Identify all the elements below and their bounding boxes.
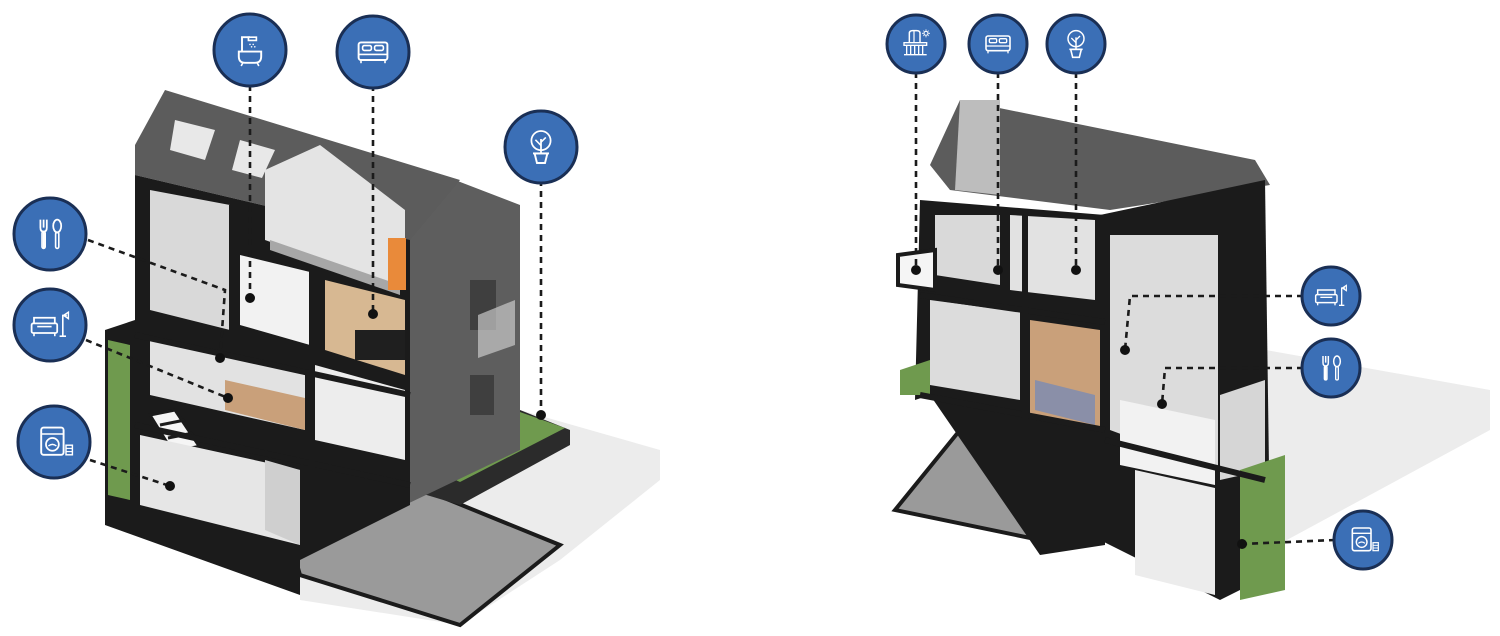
right-living-badge[interactable] [1300, 265, 1362, 327]
left-garden-badge[interactable] [503, 109, 579, 185]
right-dining-badge[interactable] [1300, 337, 1362, 399]
right-leader-dots [911, 265, 1247, 549]
right-house-cutaway [891, 100, 1490, 600]
left-house-cutaway [105, 90, 660, 628]
left-bathroom-badge[interactable] [212, 12, 288, 88]
left-green-wall [108, 340, 130, 500]
right-bedroom-badge[interactable] [967, 13, 1029, 75]
right-balcony-badge[interactable] [885, 13, 947, 75]
right-garden-badge[interactable] [1045, 13, 1107, 75]
left-leader-lines [85, 85, 543, 488]
left-bedroom-badge[interactable] [335, 14, 411, 90]
left-living-badge[interactable] [12, 287, 88, 363]
left-leader-dots [165, 293, 546, 491]
left-dining-badge[interactable] [12, 196, 88, 272]
right-leader-lines [914, 72, 1336, 546]
right-laundry-badge[interactable] [1332, 509, 1394, 571]
left-house-side-wall [405, 180, 520, 505]
left-laundry-badge[interactable] [16, 404, 92, 480]
right-roof [930, 100, 1270, 210]
